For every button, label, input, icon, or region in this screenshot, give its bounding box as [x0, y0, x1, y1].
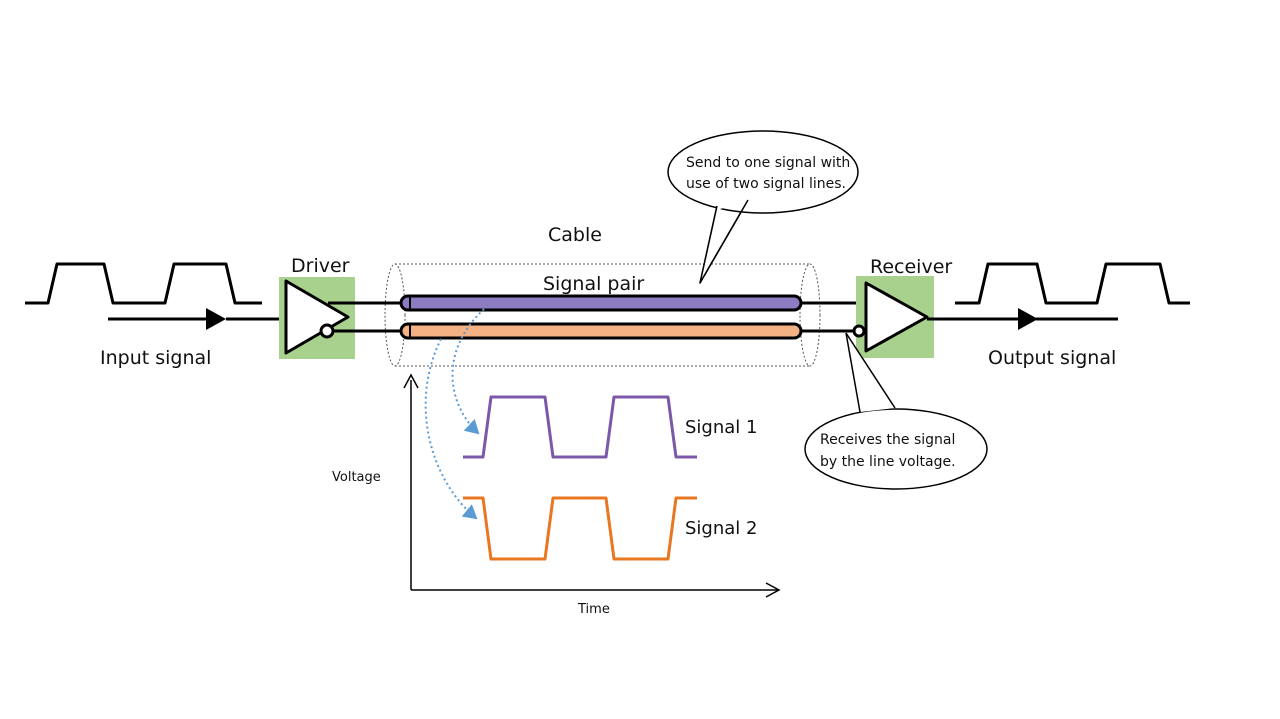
driver-label: Driver	[291, 255, 350, 277]
signal-2-waveform	[463, 496, 697, 561]
signal-pair-label: Signal pair	[543, 273, 644, 295]
input-signal-label: Input signal	[100, 347, 211, 369]
callout-top-line2: use of two signal lines.	[686, 176, 846, 192]
signal-1-label: Signal 1	[685, 417, 757, 438]
receiver-inverter-bubble	[852, 324, 866, 338]
driver-triangle-icon	[284, 279, 350, 355]
callout-top: Send to one signal with use of two signa…	[667, 130, 859, 284]
callout-top-line1: Send to one signal with	[686, 155, 850, 171]
output-arrow-head	[1018, 308, 1038, 330]
signal-line-1	[399, 294, 803, 312]
output-waveform	[955, 262, 1190, 305]
cable-cylinder	[384, 263, 821, 367]
cable-label: Cable	[548, 224, 602, 246]
signal-line-2	[399, 322, 803, 340]
input-waveform	[25, 262, 262, 305]
callout-bottom-line2: by the line voltage.	[820, 454, 956, 470]
signal-1-waveform	[463, 395, 697, 459]
driver-inverter-bubble	[319, 323, 335, 339]
voltage-axis-label: Voltage	[332, 470, 381, 485]
callout-bottom: Receives the signal by the line voltage.	[804, 332, 988, 490]
input-arrow-head	[206, 308, 226, 330]
receiver-triangle-icon	[864, 281, 929, 353]
dotted-arrow-signal-2	[424, 338, 478, 520]
voltage-axis-arrow-icon	[403, 373, 419, 389]
time-axis-label: Time	[577, 602, 610, 617]
callout-bottom-line1: Receives the signal	[820, 432, 955, 448]
dotted-arrow-signal-1	[451, 308, 485, 435]
time-axis-arrow-icon	[765, 582, 781, 598]
receiver-label: Receiver	[870, 256, 952, 278]
signal-2-label: Signal 2	[685, 518, 757, 539]
output-signal-label: Output signal	[988, 347, 1116, 369]
